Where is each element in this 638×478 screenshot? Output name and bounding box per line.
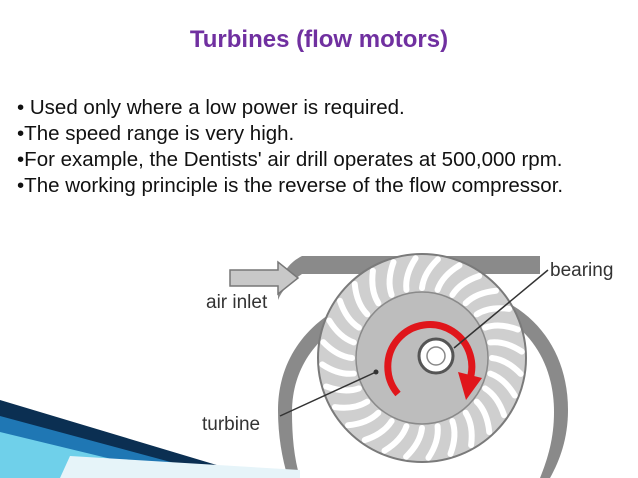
- rotor-blade: [319, 361, 357, 377]
- corner-band-pale: [60, 456, 300, 478]
- rotor-blade: [473, 398, 493, 436]
- bullet-item: •The working principle is the reverse of…: [17, 174, 564, 197]
- rotor-blade: [403, 255, 419, 293]
- rotor-blade: [386, 259, 397, 298]
- rotor-blade: [320, 339, 355, 361]
- rotor-blade: [473, 305, 513, 318]
- inlet-arrow-icon: [229, 260, 300, 296]
- rotor-blade: [361, 418, 395, 444]
- rotor-blade: [381, 423, 410, 454]
- rotor-blade: [447, 418, 458, 457]
- rotor-blade: [419, 256, 441, 291]
- corner-decoration: [0, 400, 300, 478]
- rotor-blade: [482, 385, 508, 419]
- rotor-blade: [323, 383, 362, 394]
- rotor-blade: [403, 425, 425, 460]
- rotation-arrow: [384, 321, 476, 397]
- air-inlet-label: air inlet: [206, 292, 268, 313]
- bearing-leader: [453, 269, 549, 349]
- bullet-item: •The speed range is very high.: [17, 122, 295, 145]
- rotor-blade: [344, 409, 382, 429]
- rotor-blade: [331, 398, 371, 411]
- rotor-blade: [487, 339, 525, 355]
- rotor-blade: [434, 262, 463, 293]
- rotor-blade: [449, 272, 483, 298]
- rotor-blade: [482, 322, 521, 333]
- turbine-leader: [279, 371, 377, 417]
- rotor-blade: [462, 287, 500, 307]
- rotation-arrowhead: [458, 372, 482, 400]
- rotor-blade: [487, 370, 518, 399]
- rotor-blade: [369, 267, 382, 307]
- rotor-blade: [351, 280, 371, 318]
- rotor-blade: [489, 355, 524, 377]
- bullet-item: • Used only where a low power is require…: [17, 96, 405, 119]
- rotor-blade: [336, 297, 362, 331]
- turbine-diagram: air inlet bearing turbine: [202, 253, 613, 478]
- shaft-bore: [426, 346, 446, 366]
- rotor-blades: [319, 255, 525, 461]
- rotor-blade: [326, 317, 357, 346]
- rotor-blade: [462, 409, 475, 449]
- turbine-label: turbine: [202, 414, 260, 435]
- bullet-item: •For example, the Dentists' air drill op…: [17, 148, 563, 171]
- bearing-label: bearing: [550, 260, 613, 281]
- bullet-list: • Used only where a low power is require…: [17, 95, 627, 199]
- rotor-blade: [425, 423, 441, 461]
- slide-title: Turbines (flow motors): [189, 26, 449, 53]
- turbine-leader-dot: [373, 369, 379, 375]
